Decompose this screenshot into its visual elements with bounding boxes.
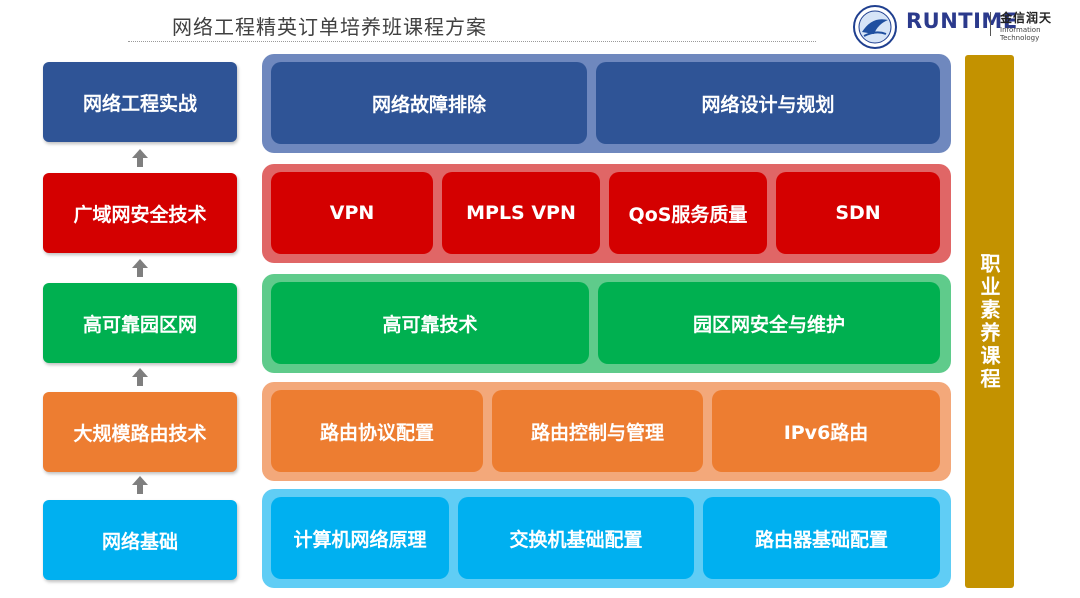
module-vpn: VPN [271,172,433,254]
panel-high-availability-campus: 高可靠技术 园区网安全与维护 [262,274,951,373]
module-router-basics: 路由器基础配置 [703,497,940,579]
logo-divider [990,12,991,36]
up-arrow-icon [132,368,148,386]
module-mpls-vpn: MPLS VPN [442,172,600,254]
panel-engineering-practice: 网络故障排除 网络设计与规划 [262,54,951,153]
module-network-principles: 计算机网络原理 [271,497,449,579]
level-label-network-basics: 网络基础 [43,500,237,580]
module-ipv6-routing: IPv6路由 [712,390,940,472]
professional-quality-bar: 职业素养课程 [965,55,1014,588]
panel-network-basics: 计算机网络原理 交换机基础配置 路由器基础配置 [262,489,951,588]
side-label: 职业素养课程 [977,252,1001,391]
school-emblem-icon [853,5,897,49]
module-qos: QoS服务质量 [609,172,767,254]
company-name-en: Information Technology [1000,26,1041,42]
level-label-high-availability-campus: 高可靠园区网 [43,283,237,363]
level-label-large-scale-routing: 大规模路由技术 [43,392,237,472]
panel-wan-security: VPN MPLS VPN QoS服务质量 SDN [262,164,951,263]
runtime-logo: RUNTIME [906,9,1018,33]
company-name-cn: 金信润天 [1000,11,1053,25]
module-campus-security: 园区网安全与维护 [598,282,940,364]
page-title: 网络工程精英订单培养班课程方案 [172,15,487,39]
up-arrow-icon [132,149,148,167]
up-arrow-icon [132,476,148,494]
module-routing-control: 路由控制与管理 [492,390,703,472]
module-routing-protocol-config: 路由协议配置 [271,390,483,472]
module-network-design: 网络设计与规划 [596,62,940,144]
level-label-engineering-practice: 网络工程实战 [43,62,237,142]
module-sdn: SDN [776,172,940,254]
module-switch-basics: 交换机基础配置 [458,497,694,579]
up-arrow-icon [132,259,148,277]
title-underline [128,41,816,42]
module-high-availability: 高可靠技术 [271,282,589,364]
module-troubleshooting: 网络故障排除 [271,62,587,144]
panel-large-scale-routing: 路由协议配置 路由控制与管理 IPv6路由 [262,382,951,481]
level-label-wan-security: 广域网安全技术 [43,173,237,253]
